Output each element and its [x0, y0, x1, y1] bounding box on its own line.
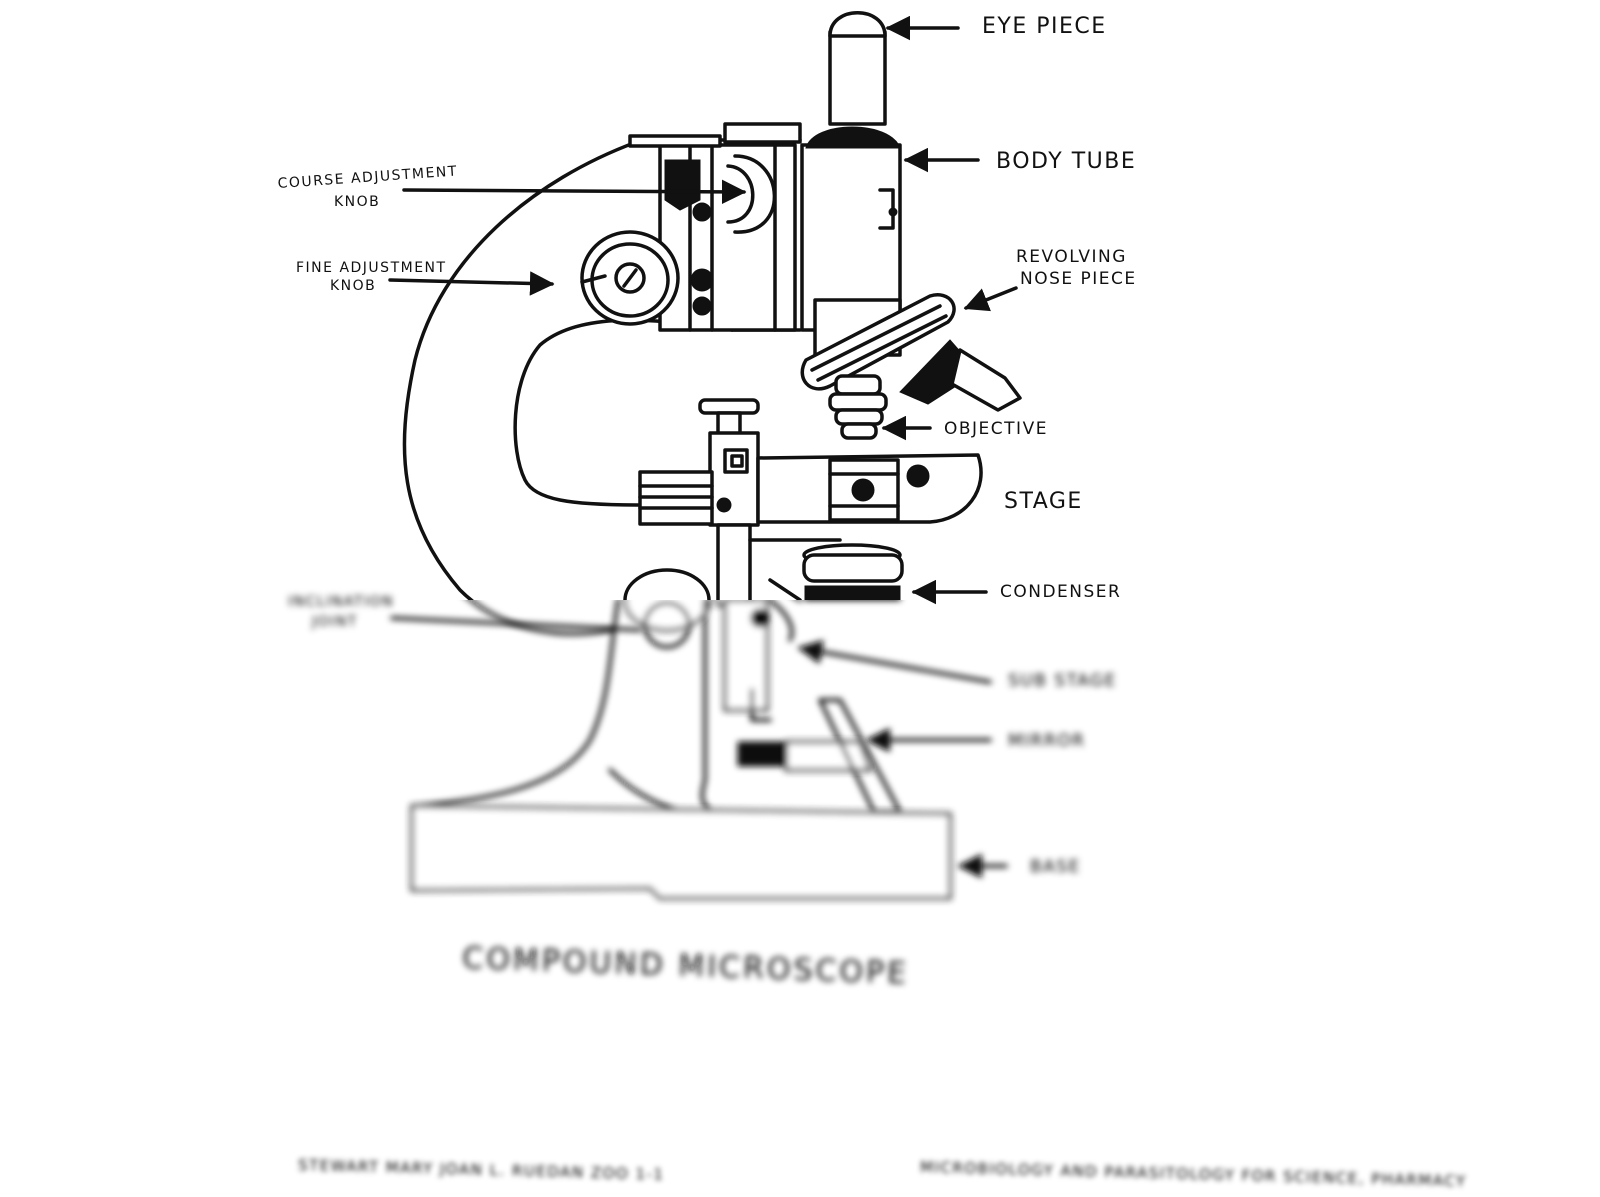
label-body-tube-group: BODY TUBE — [903, 147, 1136, 174]
arm-outer — [402, 138, 644, 600]
label-mirror-group: MIRROR — [865, 727, 1086, 753]
footer-left: STEWART MARY JOAN L. RUEDAN ZOO 1-1 — [298, 1156, 665, 1184]
label-fine-adjustment-group: FINE ADJUSTMENT KNOB — [296, 260, 555, 296]
label-fine-line1: FINE ADJUSTMENT — [296, 260, 447, 276]
label-eye-piece-group: EYE PIECE — [885, 14, 1107, 41]
fine-knob — [580, 230, 680, 326]
label-revolving-line2: NOSE PIECE — [1020, 269, 1137, 289]
label-mirror: MIRROR — [1008, 731, 1086, 751]
label-coarse-line1: COURSE ADJUSTMENT — [277, 163, 458, 192]
label-eye-piece: EYE PIECE — [982, 14, 1107, 39]
label-condenser-group: CONDENSER — [911, 579, 1121, 605]
label-inclination-joint-group: INCLINATION JOINT — [288, 594, 642, 632]
label-objective-group: OBJECTIVE — [881, 415, 1048, 441]
label-revolving-line1: REVOLVING — [1016, 247, 1127, 267]
label-sub-stage-group: SUB STAGE — [797, 639, 1117, 691]
label-condenser: CONDENSER — [1000, 582, 1121, 602]
label-sub-stage: SUB STAGE — [1008, 671, 1117, 691]
label-stage-group: STAGE — [1004, 489, 1083, 514]
objective-lens — [828, 374, 888, 440]
base-plate — [410, 804, 952, 900]
footer: STEWART MARY JOAN L. RUEDAN ZOO 1-1 MICR… — [298, 1156, 1467, 1190]
microscope-drawing-blurred — [402, 600, 1022, 900]
label-objective: OBJECTIVE — [944, 419, 1048, 439]
eye-piece — [828, 30, 887, 126]
label-stage: STAGE — [1004, 489, 1083, 514]
diagram-title: COMPOUND MICROSCOPE — [462, 941, 910, 992]
microscope-drawing-sharp — [402, 11, 1022, 600]
label-inclination-line1: INCLINATION — [288, 594, 394, 610]
label-base-group: BASE — [957, 853, 1081, 879]
label-base: BASE — [1030, 857, 1081, 877]
footer-right: MICROBIOLOGY AND PARASITOLOGY FOR SCIENC… — [920, 1158, 1467, 1190]
label-fine-line2: KNOB — [330, 278, 376, 294]
stage-clip — [708, 431, 760, 527]
nose-piece — [800, 293, 956, 391]
label-revolving-nose-piece-group: REVOLVING NOSE PIECE — [963, 247, 1137, 312]
coarse-knob — [733, 154, 777, 234]
label-body-tube: BODY TUBE — [996, 149, 1136, 174]
condenser-part — [768, 543, 904, 600]
label-inclination-line2: JOINT — [311, 614, 358, 630]
label-coarse-line2: KNOB — [334, 194, 380, 210]
